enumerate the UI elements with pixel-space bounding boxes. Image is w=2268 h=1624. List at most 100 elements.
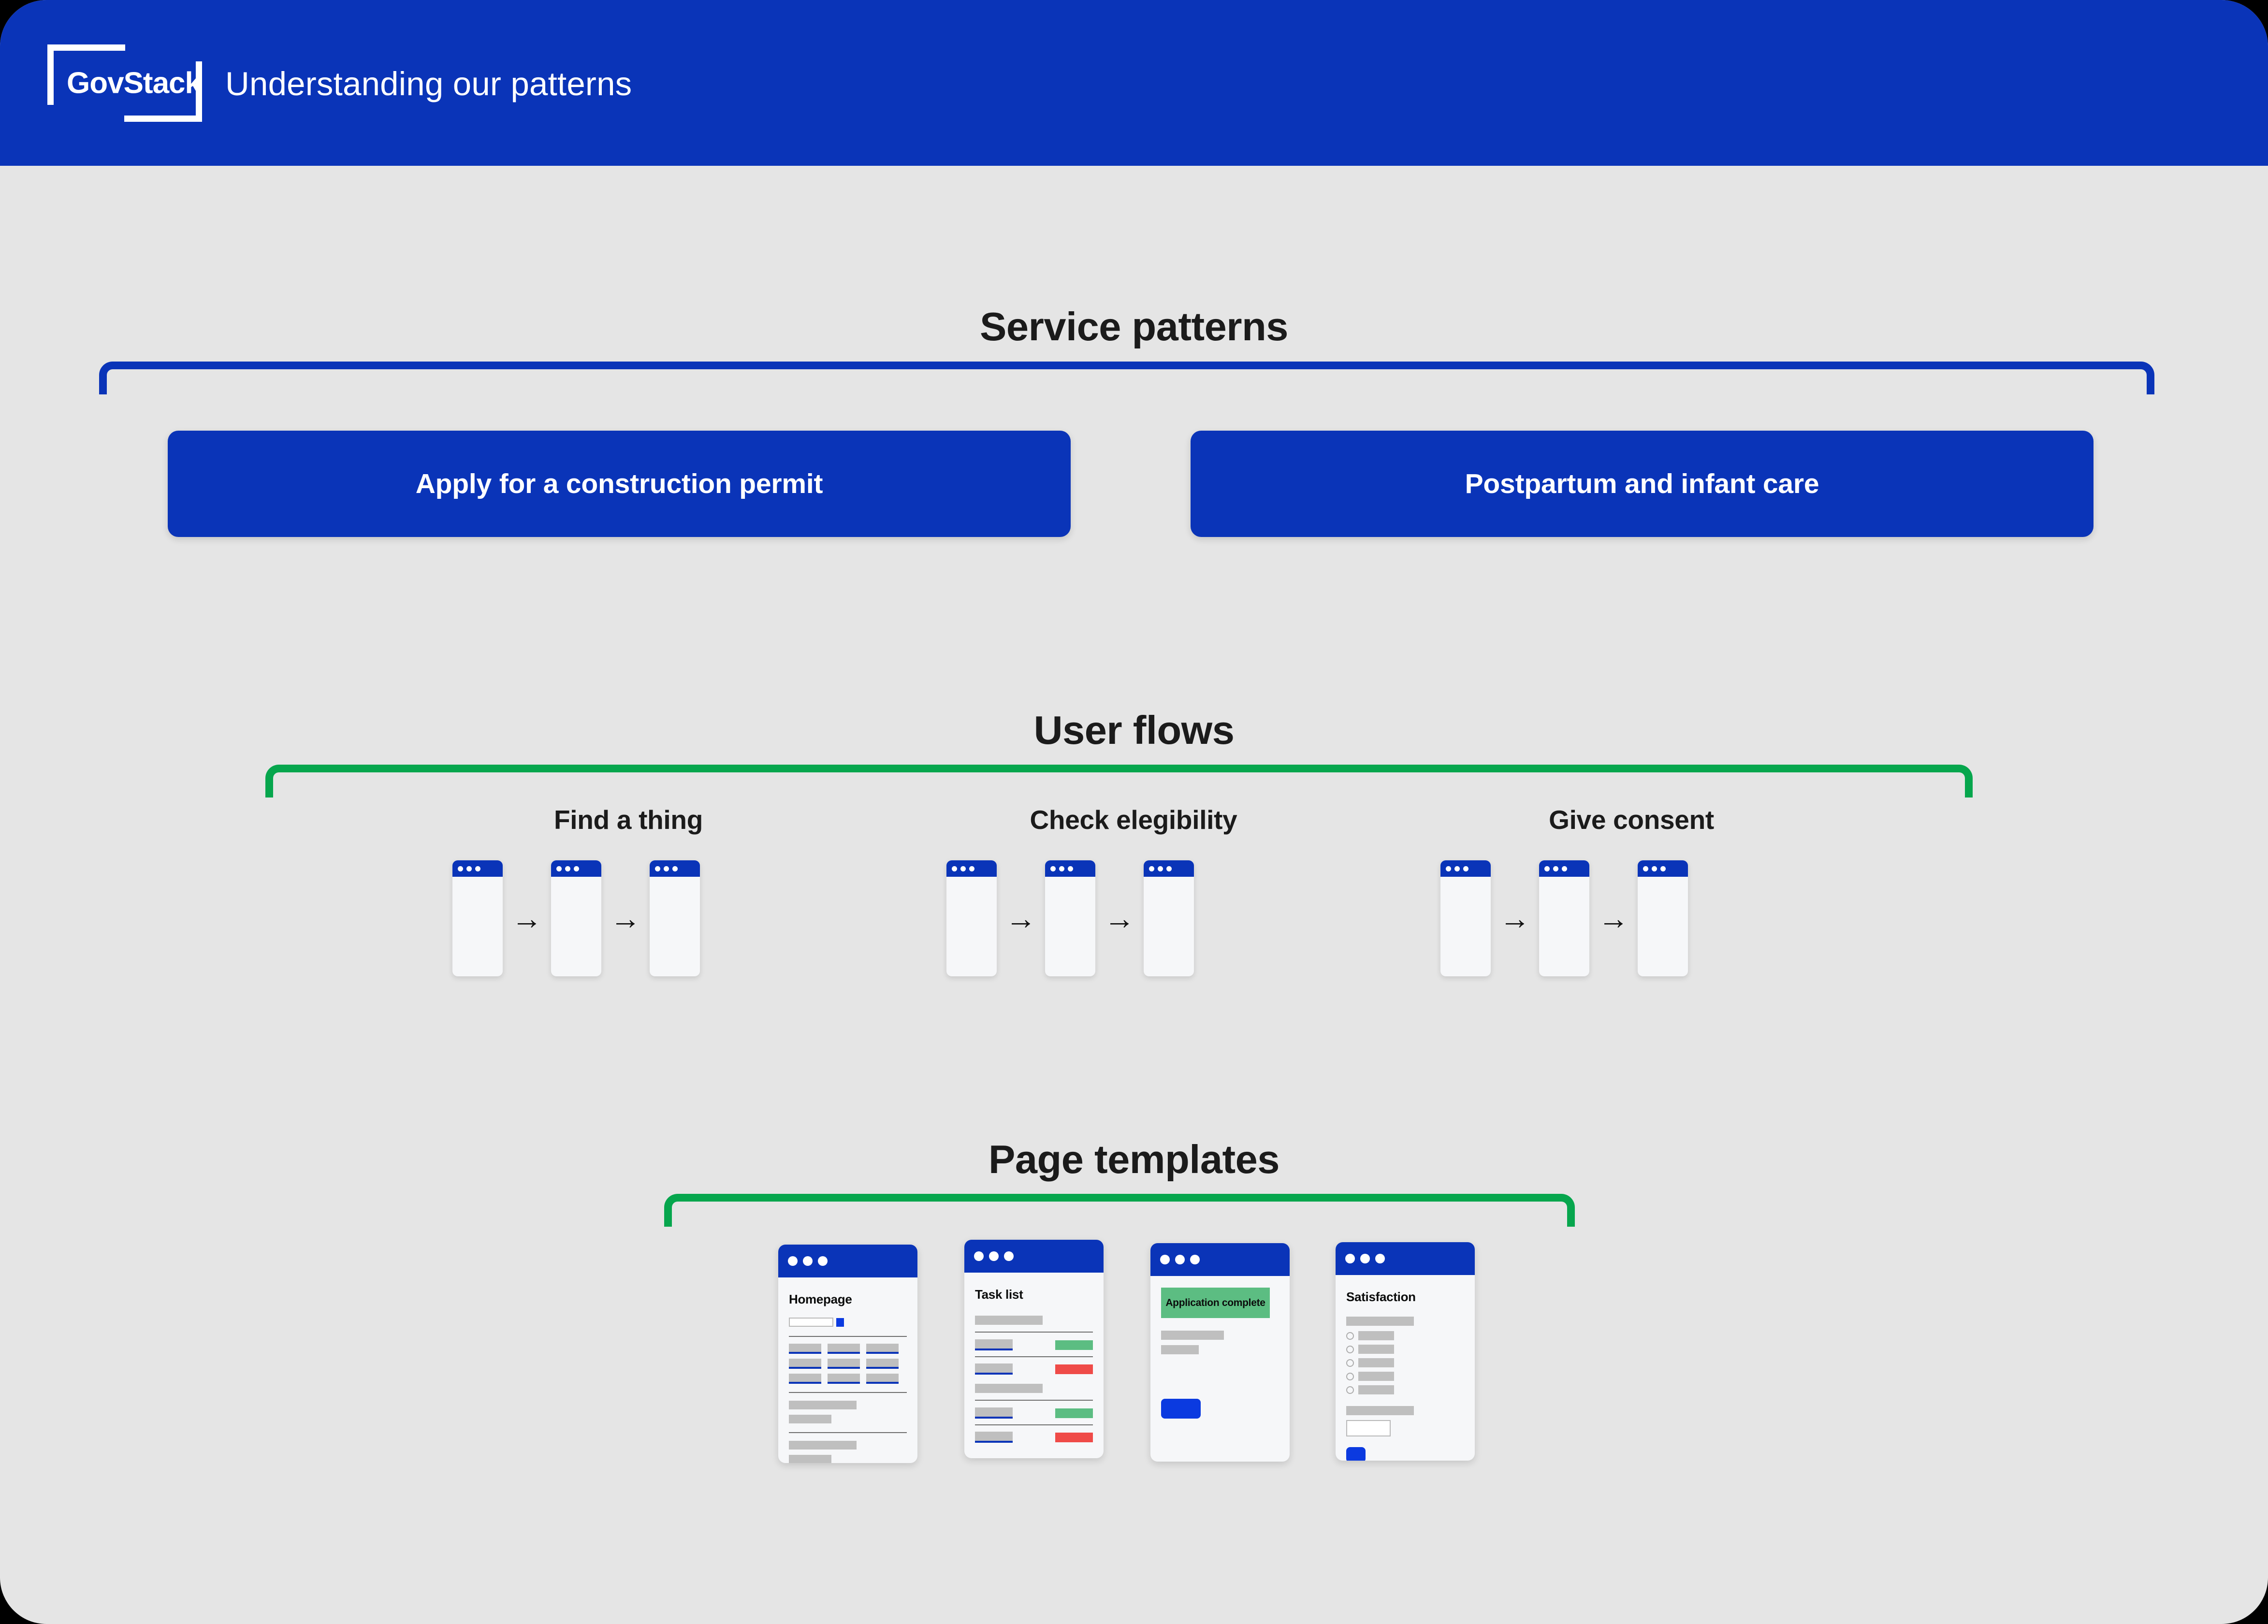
- submit-button[interactable]: [1346, 1447, 1366, 1461]
- status-badge-complete: [1055, 1408, 1093, 1418]
- link-tile[interactable]: [828, 1359, 860, 1369]
- link-tile[interactable]: [789, 1374, 821, 1384]
- service-pattern-button-construction-permit[interactable]: Apply for a construction permit: [168, 431, 1071, 537]
- task-row[interactable]: [975, 1407, 1093, 1419]
- task-link[interactable]: [975, 1363, 1013, 1375]
- radio-button-icon[interactable]: [1346, 1386, 1354, 1394]
- window-dot-icon: [974, 1251, 984, 1261]
- text-placeholder: [789, 1401, 857, 1409]
- window-dot-icon: [466, 866, 472, 871]
- window-dot-icon: [1059, 866, 1064, 871]
- wireframe-titlebar: [1150, 1243, 1290, 1276]
- radio-button-icon[interactable]: [1346, 1359, 1354, 1367]
- flow-arrow-icon: →: [1005, 901, 1036, 936]
- wireframe-step[interactable]: [650, 860, 700, 976]
- link-grid: [789, 1344, 907, 1384]
- wireframe-titlebar: [1638, 860, 1688, 877]
- text-placeholder: [1161, 1345, 1199, 1354]
- window-dot-icon: [1553, 866, 1558, 871]
- page-header: GovStack Understanding our patterns: [0, 0, 2268, 166]
- link-tile[interactable]: [789, 1344, 821, 1354]
- wireframe-titlebar: [1045, 860, 1095, 877]
- window-dot-icon: [1166, 866, 1172, 871]
- service-patterns-bracket: [99, 362, 2154, 394]
- radio-button-icon[interactable]: [1346, 1345, 1354, 1353]
- window-dot-icon: [1643, 866, 1648, 871]
- task-link[interactable]: [975, 1432, 1013, 1443]
- service-pattern-button-postpartum-infant-care[interactable]: Postpartum and infant care: [1191, 431, 2094, 537]
- wireframe-step[interactable]: [1144, 860, 1194, 976]
- radio-button-icon[interactable]: [1346, 1372, 1354, 1380]
- logo-wordmark: GovStack: [67, 66, 202, 100]
- window-dot-icon: [1446, 866, 1451, 871]
- window-dot-icon: [1562, 866, 1567, 871]
- window-dot-icon: [1175, 1255, 1185, 1264]
- window-dot-icon: [1463, 866, 1468, 871]
- window-dot-icon: [1660, 866, 1666, 871]
- divider: [975, 1424, 1093, 1425]
- link-tile[interactable]: [866, 1359, 899, 1369]
- confirmation-banner: Application complete: [1161, 1288, 1270, 1318]
- window-dot-icon: [1068, 866, 1073, 871]
- wireframe-step[interactable]: [551, 860, 601, 976]
- radio-option[interactable]: [1346, 1331, 1464, 1340]
- user-flows-heading: User flows: [1033, 708, 1235, 753]
- link-tile[interactable]: [828, 1374, 860, 1384]
- wireframe-step[interactable]: [1539, 860, 1589, 976]
- window-dot-icon: [788, 1256, 798, 1266]
- page-templates-heading: Page templates: [989, 1137, 1279, 1182]
- text-placeholder: [1161, 1331, 1224, 1340]
- user-flow-steps-give-consent: → →: [1440, 860, 1688, 976]
- comment-textarea[interactable]: [1346, 1420, 1391, 1436]
- wireframe-step[interactable]: [946, 860, 997, 976]
- wireframe-titlebar: [1539, 860, 1589, 877]
- page-templates-bracket: [664, 1194, 1575, 1227]
- wireframe-titlebar: [964, 1240, 1104, 1273]
- divider: [789, 1392, 907, 1393]
- wireframe-step[interactable]: [452, 860, 503, 976]
- divider: [975, 1332, 1093, 1333]
- wireframe-step[interactable]: [1440, 860, 1491, 976]
- window-dot-icon: [1004, 1251, 1014, 1261]
- page-template-card-homepage[interactable]: Homepage: [778, 1245, 917, 1463]
- govstack-logo[interactable]: GovStack: [47, 44, 202, 122]
- radio-option[interactable]: [1346, 1345, 1464, 1354]
- radio-button-icon[interactable]: [1346, 1332, 1354, 1340]
- card-body: Task list: [964, 1287, 1104, 1458]
- logo-bracket-top-left-icon: [47, 44, 125, 105]
- task-link[interactable]: [975, 1407, 1013, 1419]
- page-template-card-task-list[interactable]: Task list: [964, 1240, 1104, 1458]
- link-tile[interactable]: [789, 1359, 821, 1369]
- link-tile[interactable]: [866, 1344, 899, 1354]
- task-row[interactable]: [975, 1432, 1093, 1443]
- radio-option[interactable]: [1346, 1372, 1464, 1381]
- radio-option[interactable]: [1346, 1385, 1464, 1394]
- primary-action-button[interactable]: [1161, 1399, 1201, 1419]
- task-link[interactable]: [975, 1339, 1013, 1350]
- task-row[interactable]: [975, 1339, 1093, 1350]
- wireframe-step[interactable]: [1638, 860, 1688, 976]
- search-input[interactable]: [789, 1318, 833, 1327]
- wireframe-titlebar: [1336, 1242, 1475, 1275]
- window-dot-icon: [960, 866, 966, 871]
- task-row[interactable]: [975, 1363, 1093, 1375]
- card-title: Satisfaction: [1346, 1290, 1416, 1304]
- window-dot-icon: [1544, 866, 1550, 871]
- radio-option[interactable]: [1346, 1358, 1464, 1367]
- search-button[interactable]: [836, 1318, 844, 1327]
- window-dot-icon: [1050, 866, 1056, 871]
- link-tile[interactable]: [828, 1344, 860, 1354]
- wireframe-titlebar: [1144, 860, 1194, 877]
- window-dot-icon: [989, 1251, 999, 1261]
- user-flow-steps-find-a-thing: → →: [452, 860, 700, 976]
- link-tile[interactable]: [866, 1374, 899, 1384]
- flow-arrow-icon: →: [1499, 901, 1530, 936]
- page-template-card-satisfaction[interactable]: Satisfaction: [1336, 1242, 1475, 1461]
- option-label-placeholder: [1358, 1385, 1394, 1394]
- card-title: Task list: [975, 1287, 1023, 1302]
- wireframe-step[interactable]: [1045, 860, 1095, 976]
- window-dot-icon: [565, 866, 570, 871]
- window-dot-icon: [1190, 1255, 1200, 1264]
- wireframe-titlebar: [1440, 860, 1491, 877]
- page-template-card-application-complete[interactable]: Application complete: [1150, 1243, 1290, 1462]
